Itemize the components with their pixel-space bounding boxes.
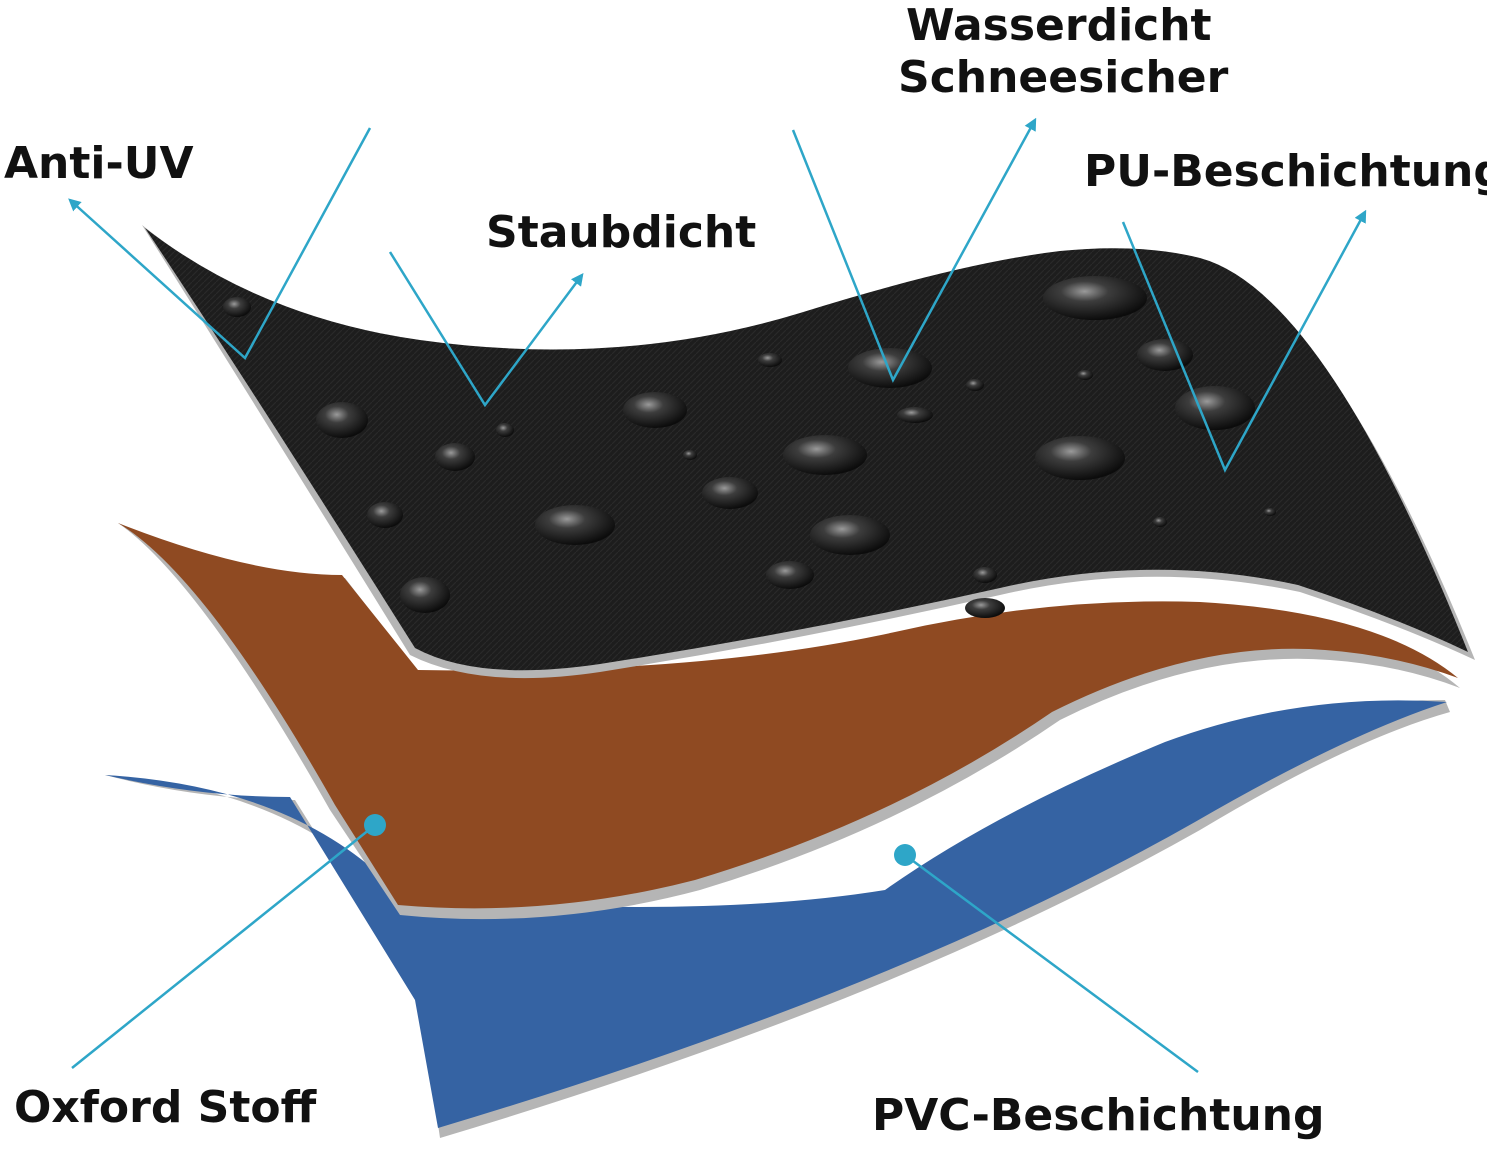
label-oxford-stoff: Oxford Stoff <box>14 1082 317 1133</box>
label-wasserdicht: Wasserdicht <box>906 0 1212 51</box>
water-drops <box>223 276 1276 618</box>
water-drop <box>766 561 814 589</box>
water-drop <box>683 450 697 460</box>
water-drop <box>400 577 450 613</box>
pvc-beschichtung-callout <box>904 853 1199 1074</box>
water-drop <box>1153 517 1167 527</box>
water-drop <box>965 598 1005 618</box>
water-drop <box>1137 339 1193 371</box>
water-drop <box>223 297 251 317</box>
water-drop <box>897 407 933 423</box>
water-drop <box>973 567 997 583</box>
water-drop <box>810 515 890 555</box>
pvc-beschichtung-dot <box>894 844 916 866</box>
wasserdicht-callout <box>791 117 1037 383</box>
water-drop <box>783 435 867 475</box>
pvc-layer <box>105 700 1450 1138</box>
anti-uv-callout <box>68 127 372 360</box>
oxford-stoff-callout <box>71 824 376 1069</box>
label-pu-beschichtung: PU-Beschichtung <box>1084 146 1487 197</box>
water-drop <box>702 477 758 509</box>
water-drop <box>435 443 475 471</box>
water-drop <box>496 423 514 437</box>
label-pvc-beschichtung: PVC-Beschichtung <box>872 1090 1325 1141</box>
water-drop <box>535 505 615 545</box>
staubdicht-callout <box>388 251 584 408</box>
water-drop <box>848 348 932 388</box>
callout-lines <box>68 117 1367 1074</box>
label-schneesicher: Schneesicher <box>898 52 1229 103</box>
label-staubdicht: Staubdicht <box>486 207 757 258</box>
water-drop <box>1264 508 1276 516</box>
oxford-layer <box>118 523 1460 920</box>
water-drop <box>623 392 687 428</box>
water-drop <box>1043 276 1147 320</box>
oxford-stoff-dot <box>364 814 386 836</box>
water-drop <box>966 379 984 391</box>
pu-beschichtung-callout <box>1121 209 1367 473</box>
water-drop <box>367 502 403 528</box>
water-drop <box>758 353 782 367</box>
water-drop <box>316 402 368 438</box>
water-drop <box>1175 386 1255 430</box>
callout-dots <box>364 814 916 866</box>
label-anti-uv: Anti-UV <box>4 138 194 189</box>
water-drop <box>1035 436 1125 480</box>
water-drop <box>1077 370 1093 380</box>
